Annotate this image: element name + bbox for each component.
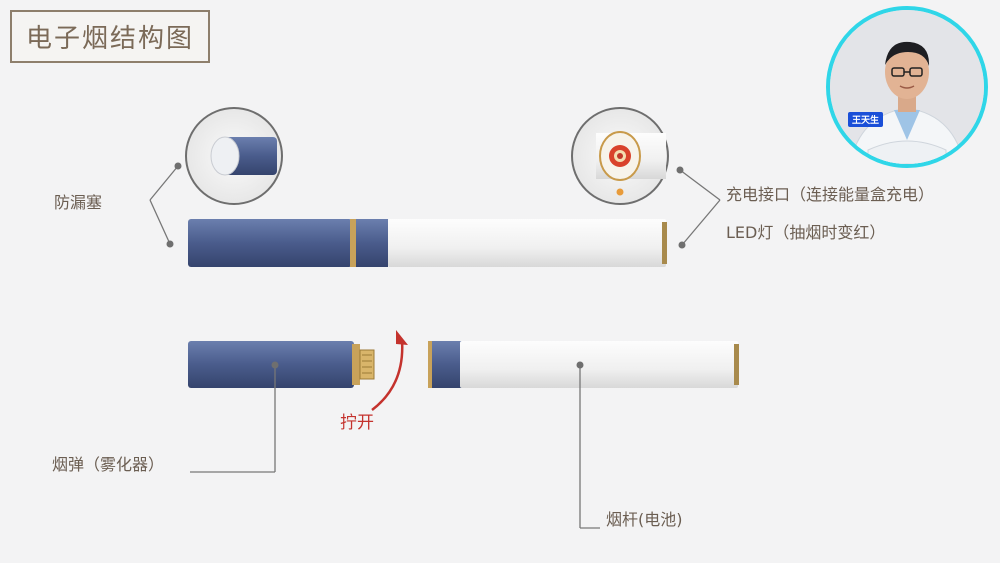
battery-rod-top xyxy=(388,219,666,267)
twist-arrow xyxy=(371,339,404,411)
cartridge-body-top xyxy=(188,219,352,267)
presenter-avatar xyxy=(826,6,988,168)
led-label: LED灯（抽烟时变红） xyxy=(726,223,886,242)
leak-plug-detail xyxy=(185,107,283,205)
cartridge-label: 烟弹（雾化器） xyxy=(52,455,165,474)
charge-port-label: 充电接口（连接能量盒充电） xyxy=(726,185,935,204)
cartridge-part xyxy=(188,341,375,388)
leak-plug-label: 防漏塞 xyxy=(54,193,103,212)
diagram-title: 电子烟结构图 xyxy=(10,10,211,63)
charge-port-detail xyxy=(571,107,669,205)
callout-lines xyxy=(149,165,721,529)
assembled-e-cigarette xyxy=(188,219,667,267)
presenter-name-tag: 王天生 xyxy=(848,112,884,127)
battery-rod-label: 烟杆(电池) xyxy=(606,510,683,529)
battery-rod-part xyxy=(428,341,739,388)
twist-open-label: 拧开 xyxy=(340,413,374,433)
gold-ring-top xyxy=(350,219,356,267)
